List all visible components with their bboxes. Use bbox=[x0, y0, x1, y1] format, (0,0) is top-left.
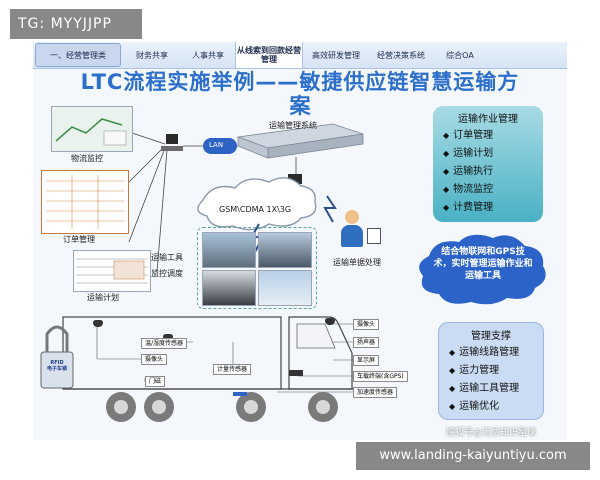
panel-transport-ops: 运输作业管理 订单管理 运输计划 运输执行 物流监控 计费管理 bbox=[433, 106, 543, 222]
logistics-map-thumbnail bbox=[51, 106, 133, 152]
plane-photo bbox=[258, 270, 312, 306]
lan-label: LAN bbox=[209, 141, 224, 149]
label-logistics-monitor: 物流监控 bbox=[71, 154, 103, 163]
ops-item-billing: 计费管理 bbox=[443, 199, 543, 217]
label-order-mgmt: 订单管理 bbox=[63, 235, 95, 244]
person-body bbox=[341, 225, 363, 247]
panel-transport-ops-title: 运输作业管理 bbox=[458, 114, 518, 125]
support-item-tools: 运输工具管理 bbox=[449, 380, 543, 398]
tag-camera-cab: 摄像头 bbox=[353, 319, 380, 330]
transport-plan-thumbnail bbox=[73, 250, 151, 292]
panel-management-support: 管理支撑 运输线路管理 运力管理 运输工具管理 运输优化 bbox=[438, 322, 544, 420]
label-doc-processing: 运输单据处理 bbox=[333, 258, 381, 267]
nav-tab-lead-to-cash[interactable]: 从线索到回款经营管理 bbox=[235, 42, 303, 68]
ops-item-order: 订单管理 bbox=[443, 127, 543, 145]
tag-door-sensor: 门磁 bbox=[145, 376, 166, 387]
top-watermark-badge: TG: MYYJJPP bbox=[10, 9, 142, 39]
rfid-lock-label: RFID 电子车锁 bbox=[46, 360, 67, 372]
camera-icon bbox=[93, 320, 103, 327]
source-watermark: 搜狐号@无忧知识星球 bbox=[446, 428, 537, 438]
camera-icon bbox=[163, 334, 173, 341]
nav-tab-finance-sharing[interactable]: 财务共享 bbox=[136, 50, 168, 60]
person-icon bbox=[345, 210, 359, 224]
slide: 一、经营管理类 财务共享 人事共享 从线索到回款经营管理 高效研发管理 经营决策… bbox=[33, 42, 567, 440]
ops-item-exec: 运输执行 bbox=[443, 163, 543, 181]
nav-tab-hr-sharing[interactable]: 人事共享 bbox=[192, 50, 224, 60]
truck-photo bbox=[202, 270, 256, 306]
tag-vehicle-terminal-gps: 车载终端(含GPS) bbox=[353, 371, 408, 382]
label-transport-system: 运输管理系统 bbox=[269, 121, 317, 130]
train-photo bbox=[202, 232, 256, 268]
tag-metering-sensor: 计量传感器 bbox=[213, 364, 252, 375]
camera-icon bbox=[325, 318, 335, 325]
bottom-watermark-badge: www.landing-kaiyuntiyu.com bbox=[356, 442, 590, 470]
ops-item-monitor: 物流监控 bbox=[443, 181, 543, 199]
label-transport-tool: 运输工具 bbox=[151, 253, 183, 262]
vehicle-terminal-icon bbox=[289, 370, 303, 376]
slide-title-line2: 案 bbox=[289, 94, 311, 118]
vehicle-photo-group bbox=[197, 227, 317, 309]
panel-support-title: 管理支撑 bbox=[471, 331, 511, 342]
tag-speaker: 扬声器 bbox=[353, 337, 380, 348]
iot-gps-text: 结合物联网和GPS技术，实时管理运输作业和运输工具 bbox=[433, 247, 533, 281]
order-form-thumbnail bbox=[41, 170, 129, 234]
nav-tab-decision-system[interactable]: 经营决策系统 bbox=[377, 50, 425, 60]
support-item-capacity: 运力管理 bbox=[449, 362, 543, 380]
tag-display: 显示屏 bbox=[353, 355, 380, 366]
network-cloud-label: GSM\CDMA 1X\3G bbox=[219, 205, 292, 214]
iot-gps-cloud: 结合物联网和GPS技术，实时管理运输作业和运输工具 bbox=[411, 232, 553, 306]
tag-camera: 摄像头 bbox=[141, 354, 168, 365]
label-monitor-dispatch: 监控调度 bbox=[151, 269, 183, 278]
support-item-optimize: 运输优化 bbox=[449, 398, 543, 416]
ops-item-plan: 运输计划 bbox=[443, 145, 543, 163]
lan-badge bbox=[203, 138, 237, 154]
nav-tab-oa[interactable]: 综合OA bbox=[446, 50, 474, 60]
nav-tab-rd-management[interactable]: 高效研发管理 bbox=[312, 50, 360, 60]
slide-title-line1: LTC流程实施举例——敏捷供应链智慧运输方 bbox=[80, 70, 520, 94]
top-nav-bar: 一、经营管理类 财务共享 人事共享 从线索到回款经营管理 高效研发管理 经营决策… bbox=[33, 42, 567, 69]
label-transport-plan: 运输计划 bbox=[87, 293, 119, 302]
support-item-route: 运输线路管理 bbox=[449, 344, 543, 362]
truck-wheels bbox=[106, 392, 338, 422]
nav-category-business[interactable]: 一、经营管理类 bbox=[35, 43, 121, 67]
tag-accelerometer: 加速度传感器 bbox=[353, 387, 398, 398]
handheld-device-icon bbox=[367, 228, 381, 244]
ship-photo bbox=[258, 232, 312, 268]
tag-temp-humidity-sensor: 温/湿度传感器 bbox=[141, 338, 188, 349]
